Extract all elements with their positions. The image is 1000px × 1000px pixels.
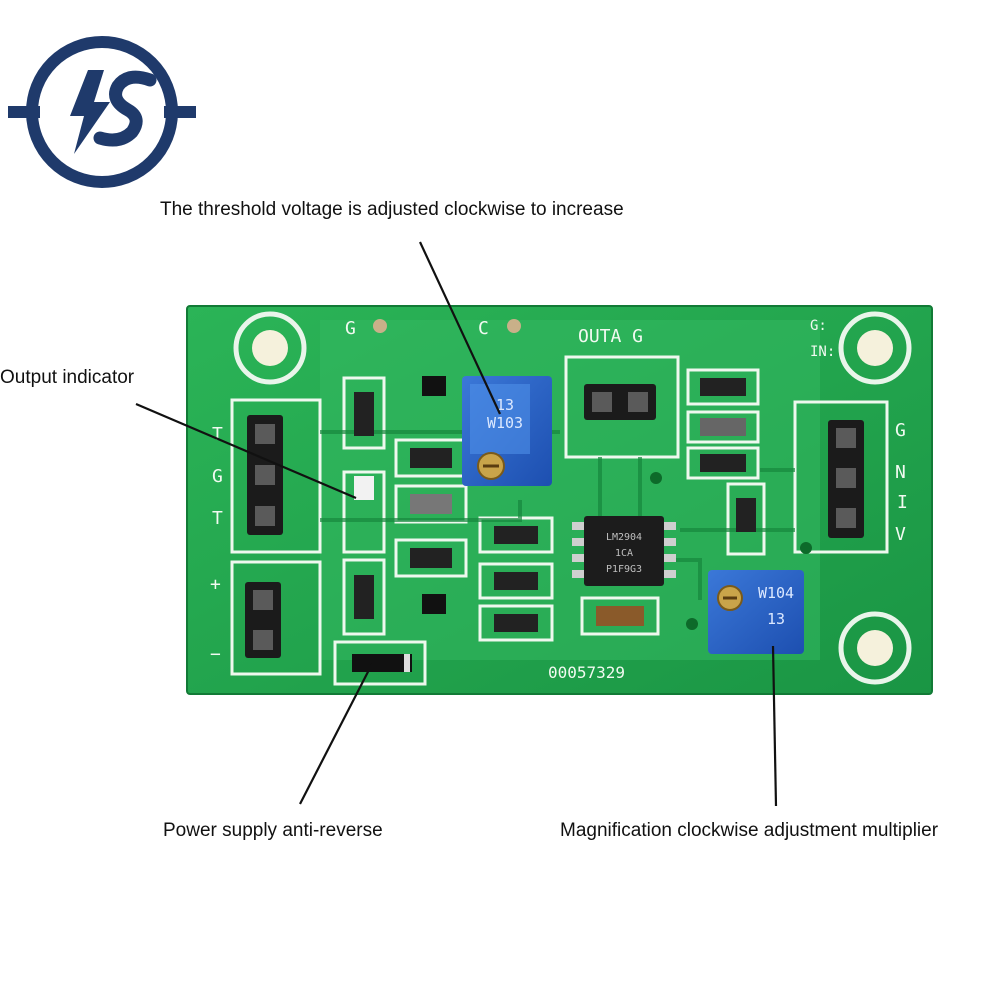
silk-v: V — [895, 524, 906, 545]
out-pin-header — [584, 384, 656, 420]
trimmer-threshold: 13 W103 — [462, 376, 552, 486]
callout-threshold: The threshold voltage is adjusted clockw… — [160, 199, 624, 220]
silk-in-note-2: G: — [810, 318, 827, 334]
silk-n: N — [895, 462, 906, 483]
silk-top-c: C — [478, 318, 489, 339]
chip-label-2: 1CA — [615, 548, 633, 559]
callout-magnification: Magnification clockwise adjustment multi… — [560, 820, 939, 841]
smd-components — [352, 376, 756, 672]
silk-top-g: G — [345, 318, 356, 339]
silk-outa: OUTA G — [578, 326, 643, 347]
trimmer-top-label-1: 13 — [496, 396, 514, 414]
trimmer-bottom-label-2: 13 — [767, 610, 785, 628]
left-pin-header — [247, 415, 283, 535]
mounting-holes — [233, 311, 912, 685]
silk-t2: T — [212, 508, 223, 529]
power-pin-header — [245, 582, 281, 658]
trimmer-magnification: W104 13 — [708, 570, 804, 654]
silk-plus: + — [210, 574, 221, 595]
chip-label-1: LM2904 — [606, 532, 642, 543]
silk-t1: T — [212, 424, 223, 445]
op-amp-chip: LM2904 1CA P1F9G3 — [572, 516, 676, 586]
brand-logo — [8, 36, 196, 188]
right-pin-header — [828, 420, 864, 538]
silk-g: G — [212, 466, 223, 487]
silk-g2: G — [895, 420, 906, 441]
silk-serial: 00057329 — [548, 663, 625, 682]
trimmer-bottom-label-1: W104 — [758, 584, 794, 602]
silk-in-note-1: IN: — [810, 344, 835, 360]
callout-output-indicator: Output indicator — [0, 367, 135, 388]
trimmer-top-label-2: W103 — [487, 414, 523, 432]
chip-label-3: P1F9G3 — [606, 564, 642, 575]
silk-minus: − — [210, 644, 221, 665]
silk-i: I — [897, 492, 908, 513]
callout-lines — [135, 241, 778, 807]
callout-power-anti-reverse: Power supply anti-reverse — [163, 820, 383, 841]
